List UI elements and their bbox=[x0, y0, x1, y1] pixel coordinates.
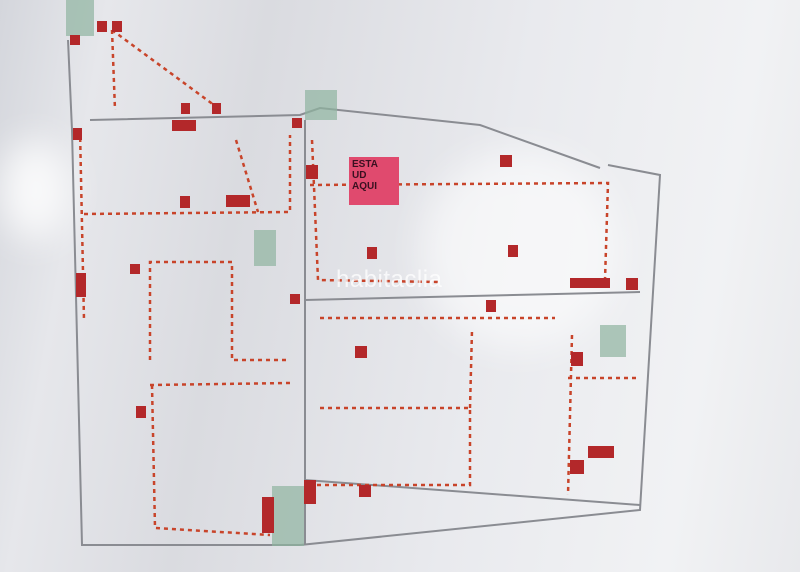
glare bbox=[0, 140, 70, 240]
sign-line-2: UD bbox=[352, 170, 367, 181]
you-are-here-sign: ESTA UD AQUI bbox=[349, 157, 399, 205]
sign-line-3: AQUI bbox=[352, 181, 377, 192]
sign-line-1: ESTA bbox=[352, 159, 378, 170]
watermark: habitaclia bbox=[336, 266, 443, 293]
